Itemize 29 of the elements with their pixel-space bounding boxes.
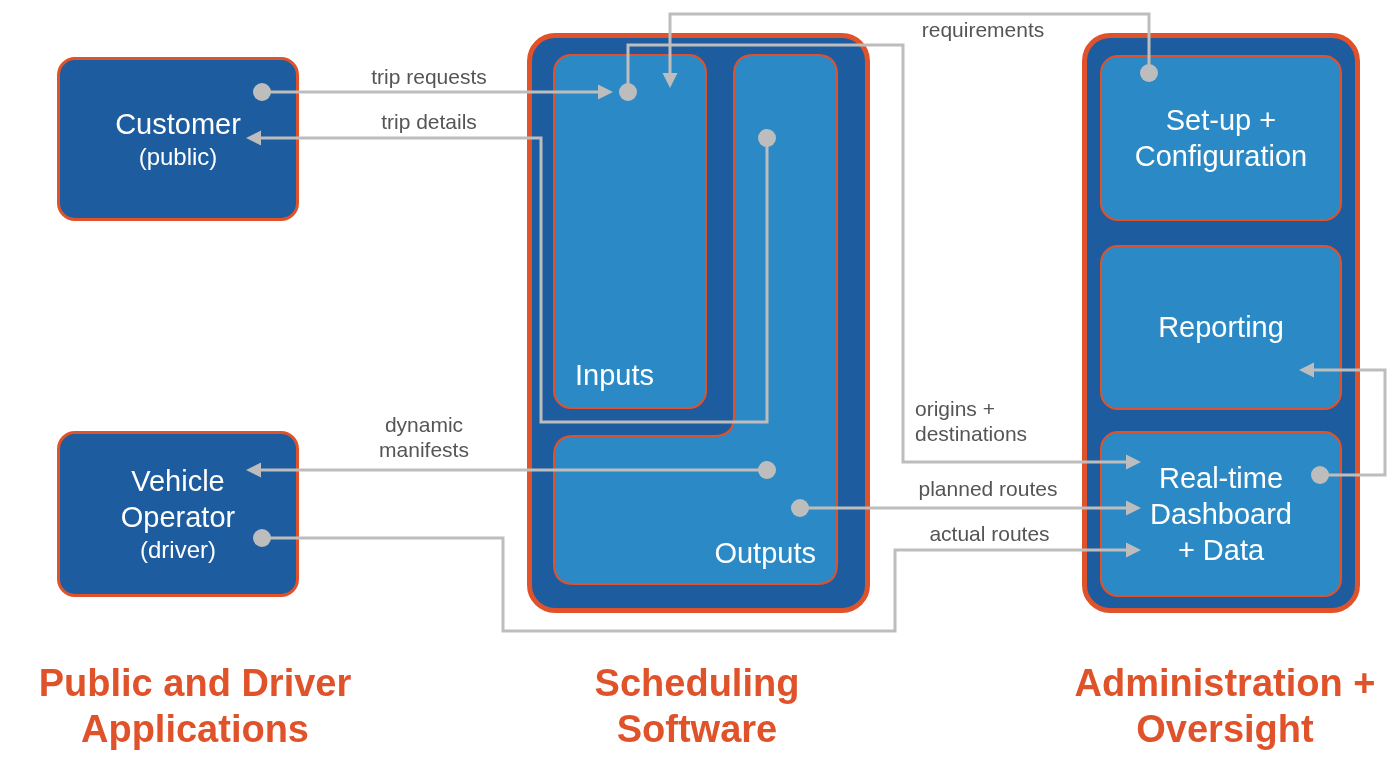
system-panel bbox=[1082, 33, 1360, 613]
node-subtitle: (public) bbox=[138, 142, 218, 173]
module-box bbox=[553, 54, 838, 585]
module-box bbox=[553, 54, 707, 409]
arrow bbox=[619, 43, 1141, 470]
node-title: Reporting bbox=[1158, 310, 1284, 346]
column-heading: Scheduling Software bbox=[593, 661, 801, 753]
arrow bbox=[662, 12, 1158, 88]
app-box bbox=[57, 431, 299, 597]
arrow bbox=[253, 83, 613, 101]
node-title: Customer bbox=[115, 106, 241, 142]
column-heading: Public and Driver Applications bbox=[37, 661, 353, 753]
node-title: Inputs bbox=[575, 357, 654, 393]
node-title: Vehicle Operator bbox=[119, 463, 237, 535]
node-title: Outputs bbox=[714, 535, 816, 571]
node-subtitle: (driver) bbox=[140, 535, 216, 566]
column-heading: Administration + Oversight bbox=[1073, 661, 1377, 753]
node-title: Set-up + Configuration bbox=[1133, 102, 1309, 174]
arrow bbox=[246, 461, 776, 479]
module-box bbox=[1100, 55, 1342, 221]
arrow bbox=[1299, 362, 1387, 484]
system-panel bbox=[527, 33, 870, 613]
module-box bbox=[1100, 245, 1342, 410]
app-box bbox=[57, 57, 299, 221]
module-box bbox=[1100, 431, 1342, 597]
arrow bbox=[246, 129, 776, 424]
arrow bbox=[791, 499, 1141, 517]
node-title: Real-time Dashboard + Data bbox=[1149, 460, 1293, 569]
arrow bbox=[253, 529, 1141, 633]
